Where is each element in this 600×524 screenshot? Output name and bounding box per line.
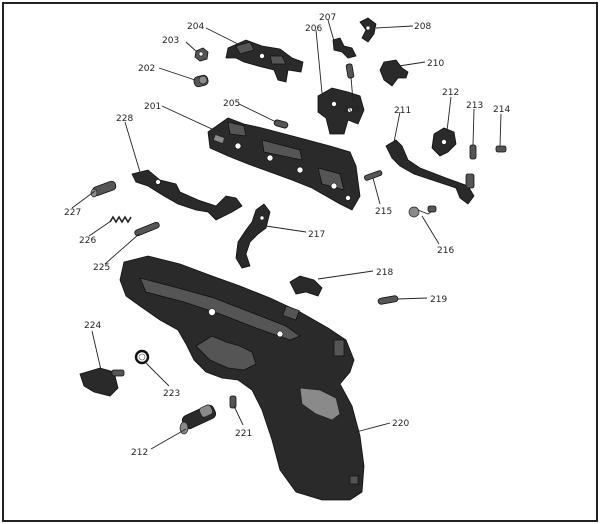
part-205-pin	[273, 119, 289, 129]
part-207-lever	[332, 37, 357, 59]
part-221-pin	[229, 395, 237, 409]
part-223-ring	[134, 349, 150, 365]
part-219-pin	[377, 295, 399, 305]
leader-lines	[71, 19, 502, 450]
label-213: 213	[466, 101, 483, 111]
label-221: 221	[235, 429, 252, 439]
part-202-cylinder	[193, 74, 209, 88]
part-226-spring	[109, 215, 132, 224]
label-207: 207	[319, 13, 336, 23]
part-228-lever	[131, 169, 243, 221]
label-212-lower: 212	[131, 448, 148, 458]
label-208: 208	[414, 22, 431, 32]
part-212-upper	[431, 127, 457, 157]
part-218-block	[289, 275, 323, 297]
label-212-upper: 212	[442, 88, 459, 98]
part-224-button	[79, 367, 125, 397]
part-217-trigger	[235, 203, 271, 269]
label-203: 203	[162, 36, 179, 46]
label-224: 224	[84, 321, 101, 331]
label-223: 223	[163, 389, 180, 399]
part-211-lever	[385, 139, 475, 205]
part-204-rail	[225, 39, 304, 83]
label-225: 225	[93, 263, 110, 273]
part-212-cylinder	[179, 404, 217, 435]
label-214: 214	[493, 105, 510, 115]
part-labels: 203 204 202 207 206 208 210 209 205 201 …	[64, 13, 510, 458]
part-203-nut	[194, 47, 209, 62]
part-201-chassis	[207, 117, 361, 211]
label-220: 220	[392, 419, 409, 429]
label-219: 219	[430, 295, 447, 305]
label-217: 217	[308, 230, 325, 240]
part-213-pin	[469, 144, 477, 160]
label-215: 215	[375, 207, 392, 217]
label-226: 226	[79, 236, 96, 246]
label-227: 227	[64, 208, 81, 218]
part-227-pin	[90, 180, 117, 198]
label-210: 210	[427, 59, 444, 69]
part-208-clip	[359, 17, 377, 43]
part-216-spring	[408, 205, 437, 218]
label-228: 228	[116, 114, 133, 124]
label-211: 211	[394, 106, 411, 116]
label-205: 205	[223, 99, 240, 109]
part-210-plate	[379, 59, 409, 87]
part-215-pin	[364, 170, 383, 181]
label-206: 206	[305, 24, 322, 34]
label-201: 201	[144, 102, 161, 112]
label-216: 216	[437, 246, 454, 256]
part-225-pin	[134, 221, 160, 237]
label-202: 202	[138, 64, 155, 74]
part-209-pin	[345, 63, 355, 79]
label-218: 218	[376, 268, 393, 278]
label-204: 204	[187, 22, 204, 32]
label-209: 209	[343, 105, 360, 115]
part-214-pin	[495, 145, 507, 153]
part-220-frame	[119, 255, 365, 501]
